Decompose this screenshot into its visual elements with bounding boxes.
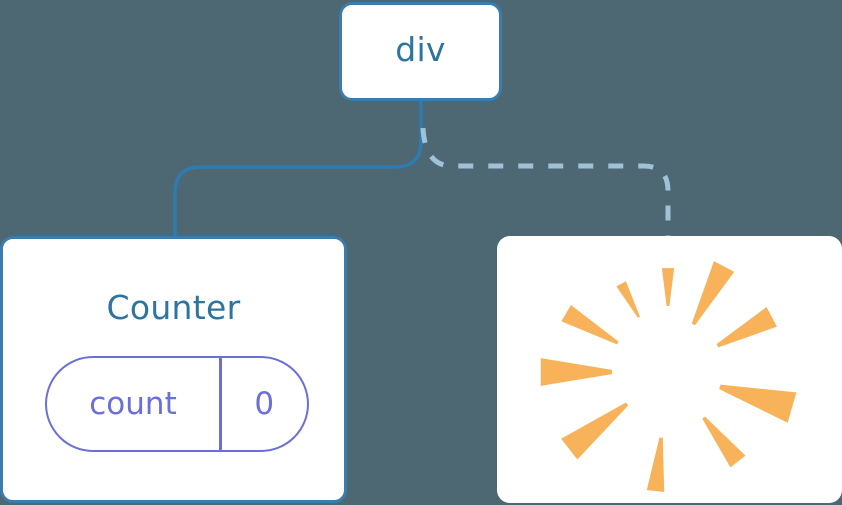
node-div[interactable]: div (339, 2, 502, 101)
node-counter-label: Counter (106, 288, 241, 327)
burst-ray-10 (716, 307, 777, 348)
burst-ray-1 (691, 261, 735, 326)
state-pill-divider (219, 358, 222, 450)
state-value: 0 (254, 385, 275, 422)
burst-ray-3 (616, 281, 640, 318)
edge-div-to-counter (173, 99, 423, 239)
state-key: count (89, 385, 177, 422)
burst-ray-9 (719, 384, 797, 423)
burst-ray-6 (561, 402, 629, 460)
burst-ray-8 (702, 416, 746, 468)
edge-div-to-burst (420, 127, 671, 237)
node-counter[interactable]: Counter count 0 (0, 236, 347, 503)
node-div-label: div (395, 30, 446, 69)
burst-rays-icon (540, 261, 797, 492)
burst-ray-7 (646, 437, 665, 492)
state-pill-count[interactable]: count 0 (45, 356, 309, 452)
node-burst[interactable] (497, 236, 842, 503)
burst-ray-2 (661, 268, 675, 307)
burst-ray-4 (561, 304, 619, 345)
burst-ray-5 (540, 358, 613, 386)
